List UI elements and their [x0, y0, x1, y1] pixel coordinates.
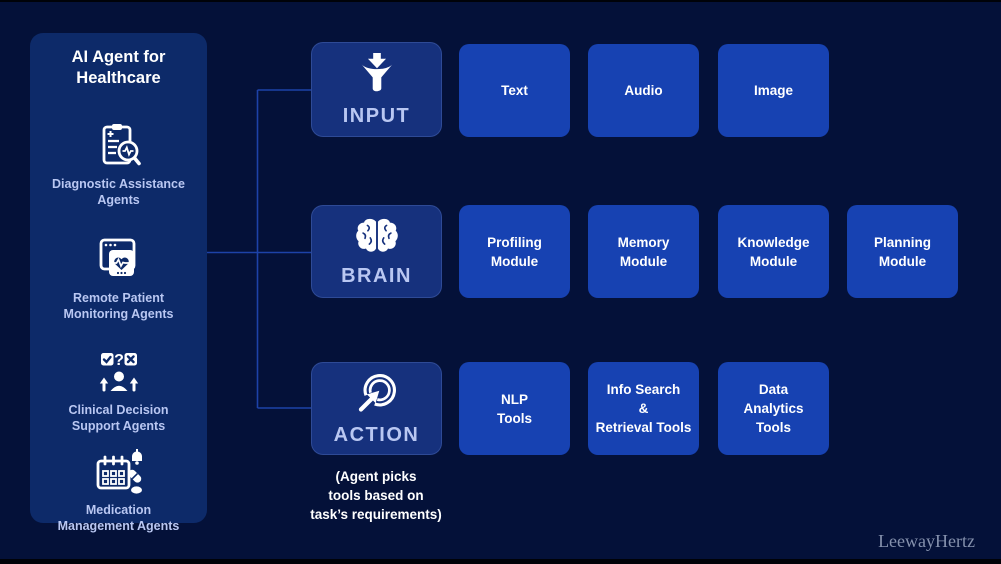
- funnel-arrow-icon: [356, 52, 398, 101]
- list-item-medication-management: Medication Management Agents: [30, 447, 207, 534]
- list-item-label: Medication Management Agents: [57, 503, 180, 533]
- bottom-border-bar: [0, 559, 1001, 564]
- action-node: ACTION: [311, 362, 442, 455]
- list-item-label: Diagnostic Assistance Agents: [52, 177, 185, 207]
- brand-watermark: LeewayHertz: [878, 531, 975, 551]
- diagnostic-report-magnifier-icon: [30, 121, 207, 171]
- module-data-analytics: Data Analytics Tools: [718, 362, 829, 455]
- brain-node: BRAIN: [311, 205, 442, 298]
- module-planning: Planning Module: [847, 205, 958, 298]
- list-item-diagnostic-assistance: Diagnostic Assistance Agents: [30, 121, 207, 208]
- action-caption: (Agent picks tools based on task’s requi…: [310, 469, 442, 522]
- module-image: Image: [718, 44, 829, 137]
- top-border-bar: [0, 0, 1001, 2]
- list-item-clinical-decision: ? Clinical Decision Support Agents: [30, 347, 207, 434]
- brain-icon: [354, 216, 400, 261]
- remote-patient-monitor-icon: [30, 235, 207, 285]
- list-item-remote-monitoring: Remote Patient Monitoring Agents: [30, 235, 207, 322]
- module-text: Text: [459, 44, 570, 137]
- list-item-label: Remote Patient Monitoring Agents: [63, 291, 174, 321]
- module-nlp-tools: NLP Tools: [459, 362, 570, 455]
- panel-title: AI Agent for Healthcare: [71, 48, 166, 87]
- module-knowledge: Knowledge Module: [718, 205, 829, 298]
- brain-node-label: BRAIN: [341, 264, 412, 287]
- module-memory: Memory Module: [588, 205, 699, 298]
- input-node: INPUT: [311, 42, 442, 137]
- list-item-label: Clinical Decision Support Agents: [68, 403, 169, 433]
- action-node-label: ACTION: [333, 423, 420, 446]
- module-info-search-retrieval: Info Search & Retrieval Tools: [588, 362, 699, 455]
- medication-calendar-icon: [30, 447, 207, 497]
- module-audio: Audio: [588, 44, 699, 137]
- svg-text:?: ?: [114, 352, 124, 369]
- module-profiling: Profiling Module: [459, 205, 570, 298]
- clinical-decision-icon: ?: [30, 347, 207, 397]
- input-node-label: INPUT: [342, 104, 411, 127]
- healthcare-agents-panel: AI Agent for Healthcare Diagnostic Assis…: [30, 33, 207, 533]
- cursor-click-icon: [355, 371, 399, 420]
